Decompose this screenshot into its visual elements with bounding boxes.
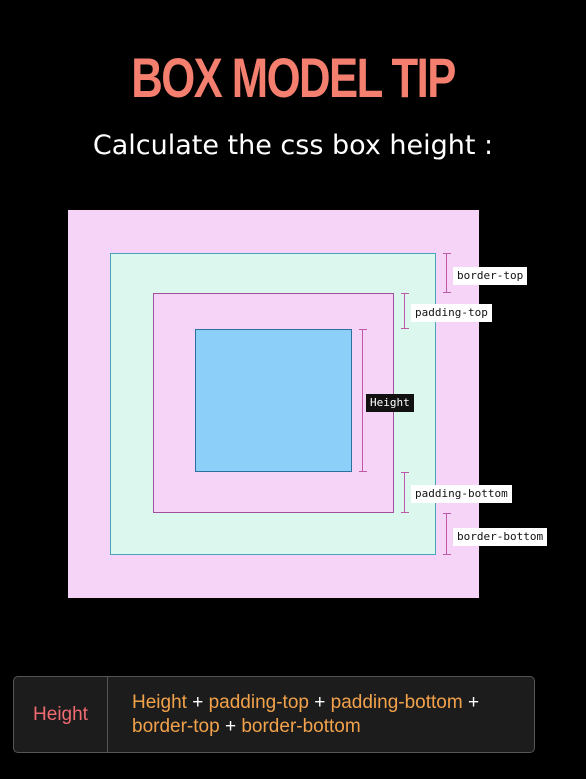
height-bracket	[359, 329, 367, 472]
padding-top-label: padding-top	[411, 304, 492, 322]
formula-term: Height	[33, 703, 88, 725]
formula-operator: +	[224, 716, 237, 737]
content-box	[195, 329, 352, 472]
page-title: BOX MODEL TIP	[131, 46, 456, 109]
padding-bottom-bracket	[401, 472, 409, 513]
formula-operator: +	[192, 692, 204, 713]
formula-part-border-bottom: border-bottom	[241, 716, 361, 737]
formula-operator: +	[467, 692, 480, 713]
formula-operator: +	[314, 692, 326, 713]
formula-table: Height Height + padding-top + padding-bo…	[13, 676, 535, 753]
formula-divider	[107, 677, 108, 752]
height-label: Height	[366, 394, 414, 412]
border-bottom-bracket	[443, 513, 451, 555]
formula-expression: Height + padding-top + padding-bottom + …	[132, 691, 522, 739]
padding-bottom-label: padding-bottom	[411, 485, 512, 503]
padding-top-bracket	[401, 293, 409, 329]
formula-part-padding-top: padding-top	[208, 692, 309, 713]
border-bottom-label: border-bottom	[453, 528, 548, 546]
formula-part-border-top: border-top	[132, 716, 220, 737]
subtitle: Calculate the css box height :	[92, 130, 494, 161]
border-top-label: border-top	[453, 267, 528, 285]
formula-part-height: Height	[132, 692, 187, 713]
border-top-bracket	[443, 253, 451, 293]
formula-part-padding-bottom: padding-bottom	[330, 692, 463, 713]
